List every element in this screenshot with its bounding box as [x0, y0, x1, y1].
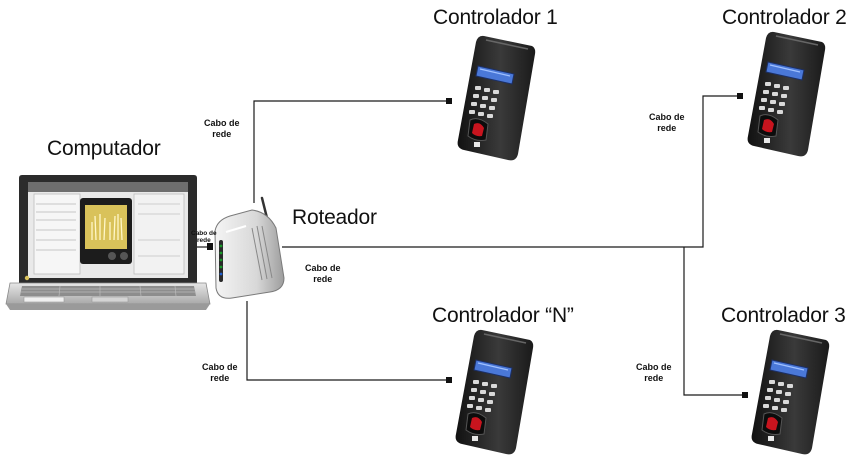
cable-label-line2: rede — [212, 129, 232, 139]
line-router-controller1 — [253, 100, 450, 203]
cable-label-line2: rede — [644, 373, 664, 383]
connector-controllerN — [446, 377, 452, 383]
connector-controller2 — [737, 93, 743, 99]
cable-label-line2: rede — [210, 373, 230, 383]
cable-label-line1: Cabo de — [191, 230, 217, 237]
network-lines — [196, 95, 745, 396]
controller-n-label: Controlador “N” — [432, 304, 574, 327]
controller-n-image — [454, 329, 534, 456]
controller-1-image — [456, 35, 536, 162]
line-router-controllerN — [246, 301, 450, 381]
router-label: Roteador — [292, 206, 377, 229]
cable-label-laptop: Cabo de rede — [191, 230, 217, 244]
cable-label-line2: rede — [313, 274, 333, 284]
cable-label-line2: rede — [657, 123, 677, 133]
router-image — [214, 196, 285, 299]
connector-controller3 — [742, 392, 748, 398]
cable-label-controller2: Cabo de rede — [649, 112, 685, 134]
controller-2-image — [746, 31, 826, 158]
line-backbone-controller2 — [684, 95, 740, 248]
controller-1-label: Controlador 1 — [433, 6, 558, 29]
connector-controller1 — [446, 98, 452, 104]
computer-label: Computador — [47, 137, 161, 160]
cable-label-line1: Cabo de — [202, 362, 238, 372]
controller-3-label: Controlador 3 — [721, 304, 846, 327]
cable-label-line2: rede — [196, 237, 211, 244]
controller-3-image — [750, 329, 830, 456]
cable-label-controllerN: Cabo de rede — [202, 362, 238, 384]
line-backbone-controller3 — [683, 247, 745, 396]
cable-label-controller1: Cabo de rede — [204, 118, 240, 140]
connector-laptop — [207, 243, 213, 250]
cable-label-controller3: Cabo de rede — [636, 362, 672, 384]
cable-label-line1: Cabo de — [204, 118, 240, 128]
cable-label-line1: Cabo de — [649, 112, 685, 122]
controller-2-label: Controlador 2 — [722, 6, 847, 29]
cable-label-line1: Cabo de — [636, 362, 672, 372]
laptop-image — [5, 175, 211, 310]
cable-connectors — [207, 93, 748, 398]
cable-label-backbone: Cabo de rede — [305, 263, 341, 285]
cable-label-line1: Cabo de — [305, 263, 341, 273]
